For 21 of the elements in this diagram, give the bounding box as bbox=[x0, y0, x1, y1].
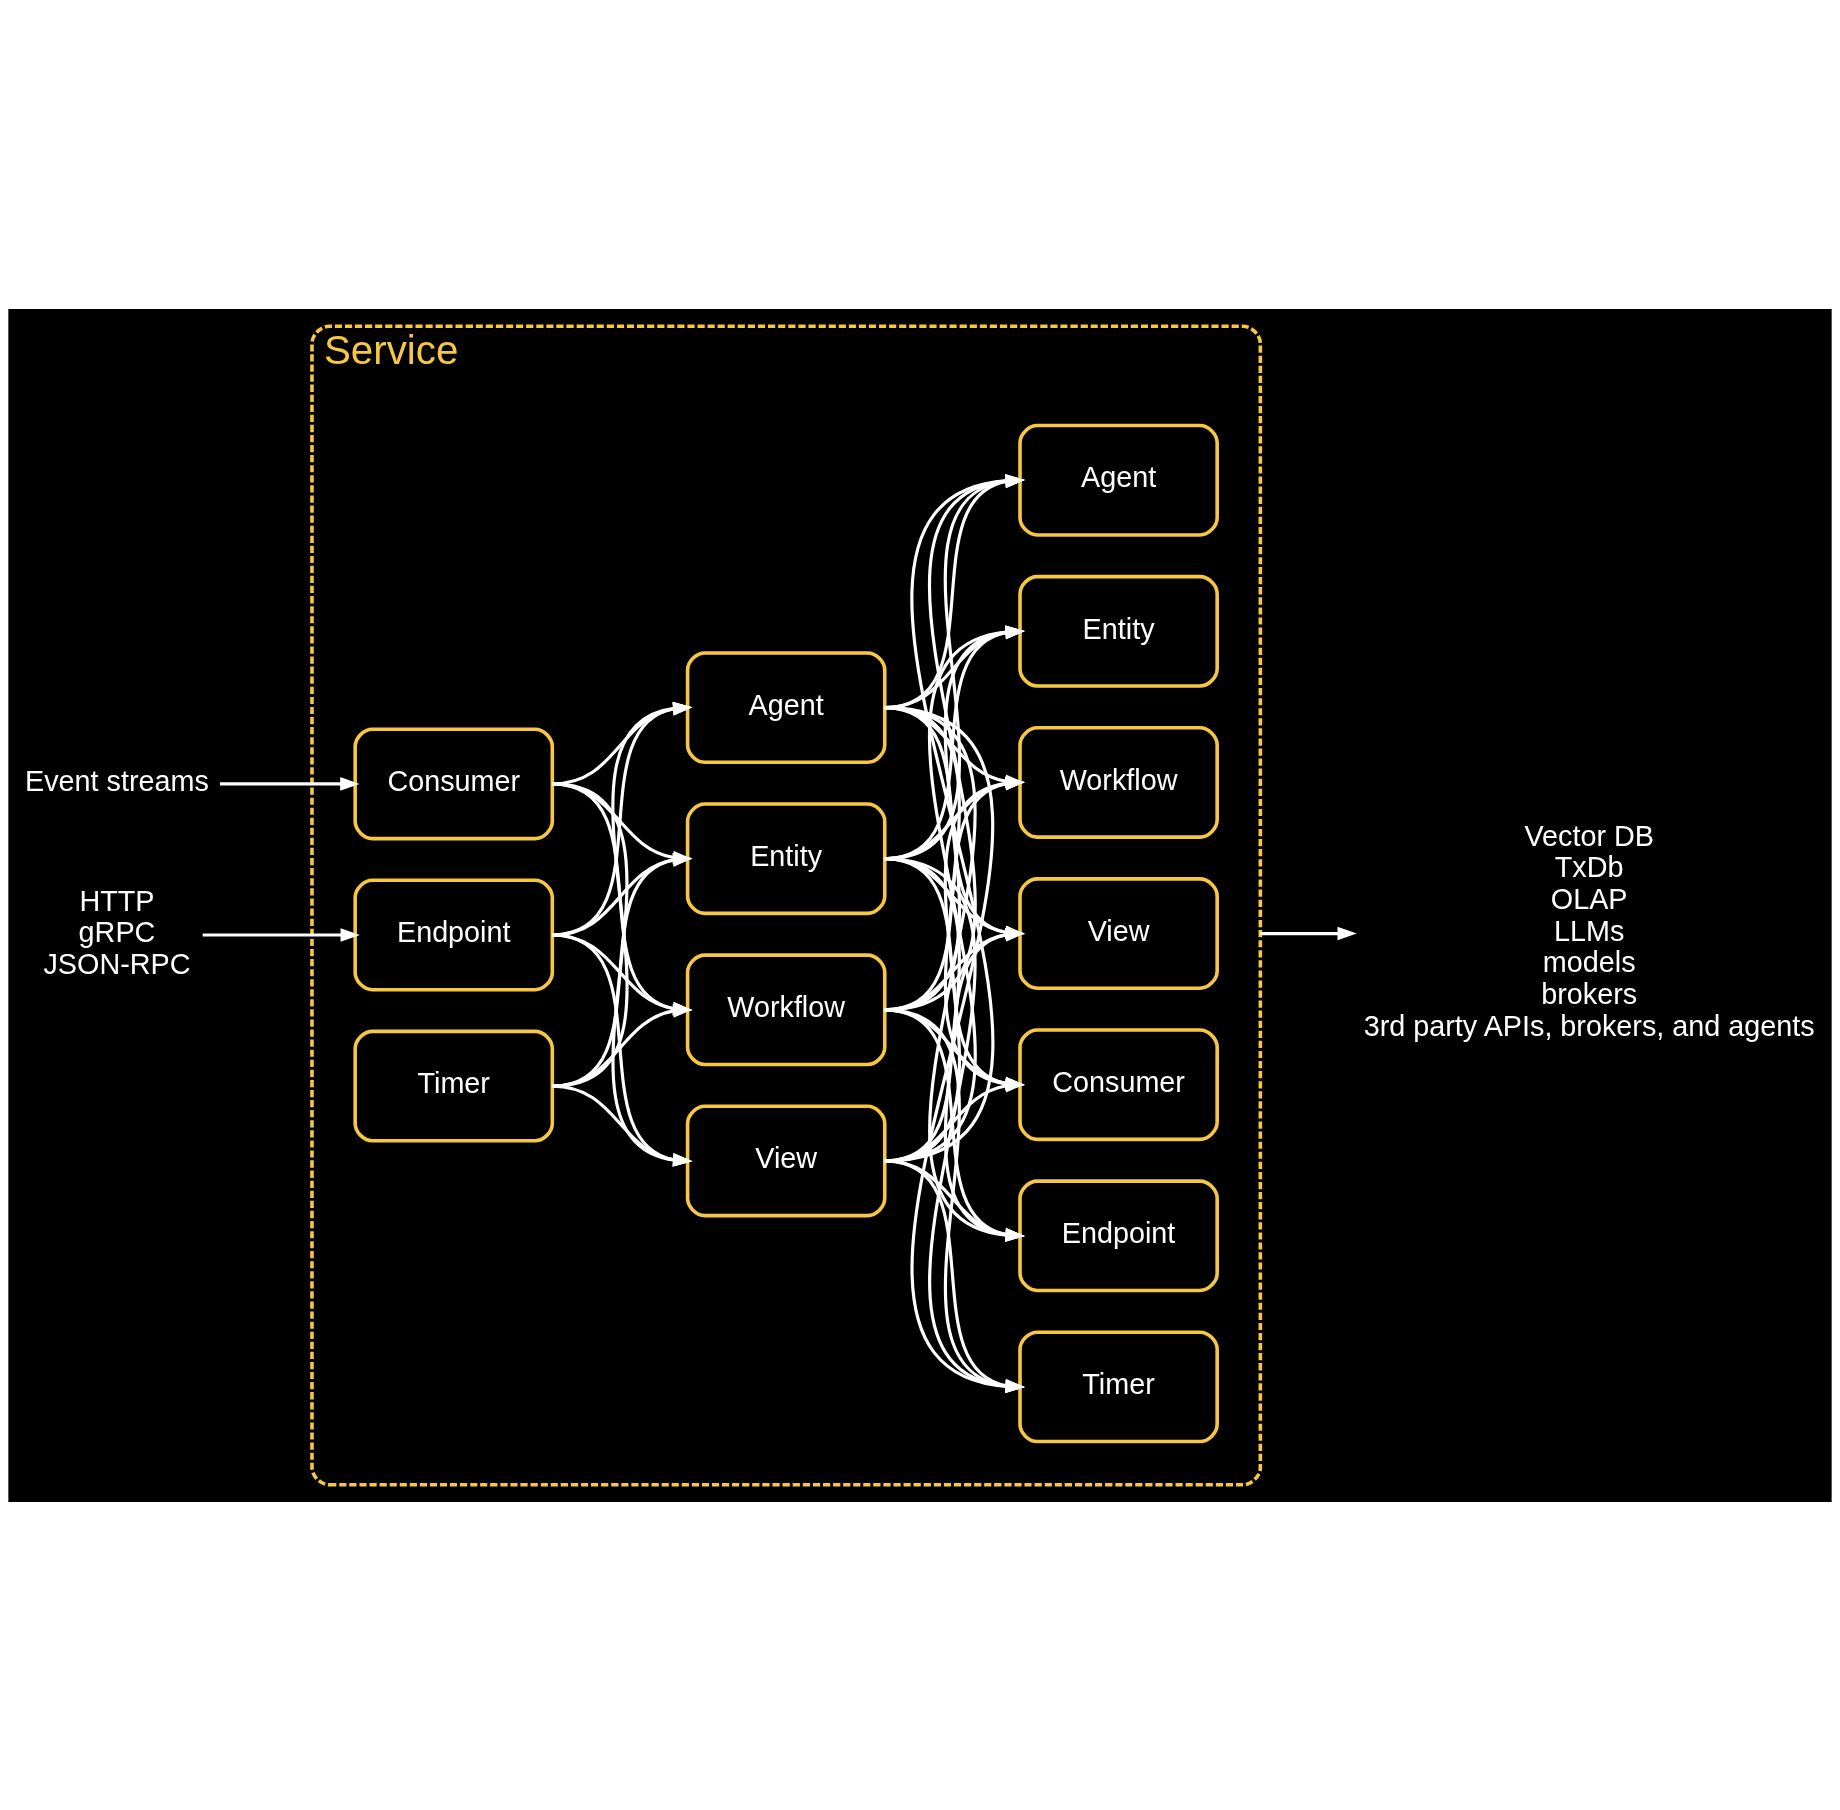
node-text: Vector DB TxDb OLAP LLMs models brokers 3rd party APIs, brokers, and agents bbox=[1363, 819, 1815, 1042]
node-box: Endpoint bbox=[1018, 1178, 1219, 1292]
arrow bbox=[552, 1003, 693, 1088]
node-box: Entity bbox=[685, 801, 887, 915]
node-box: Timer bbox=[1018, 1329, 1219, 1443]
arrow bbox=[202, 927, 360, 942]
node-text: Event streams bbox=[25, 764, 209, 797]
node-box: View bbox=[1018, 876, 1219, 990]
node-box: Timer bbox=[353, 1029, 555, 1143]
node-box: Workflow bbox=[1018, 725, 1219, 839]
node-text: HTTP gRPC JSON-RPC bbox=[43, 884, 191, 980]
node-box: Agent bbox=[1018, 423, 1219, 537]
node-box: Agent bbox=[685, 650, 887, 764]
arrow bbox=[1260, 926, 1357, 940]
arrow bbox=[219, 776, 360, 791]
node-box: Entity bbox=[1018, 574, 1219, 688]
node-box: Workflow bbox=[685, 952, 887, 1066]
node-box: Endpoint bbox=[353, 878, 555, 991]
node-box: View bbox=[685, 1103, 887, 1217]
node-box: Consumer bbox=[353, 726, 555, 840]
node-box: Consumer bbox=[1018, 1027, 1219, 1141]
